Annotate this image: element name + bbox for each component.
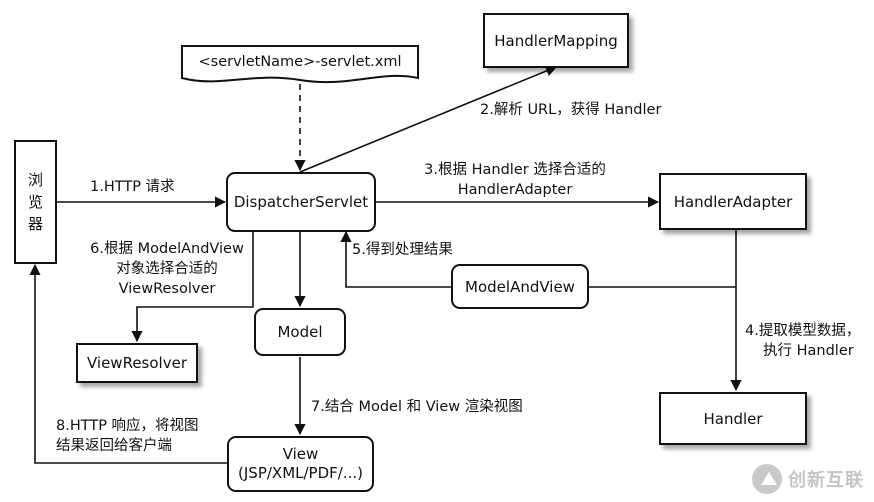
step2-label: 2.解析 URL，获得 Handler [480,102,662,118]
handler-node: Handler [659,392,807,445]
watermark-text: 创新互联 [788,470,864,491]
dispatcher-servlet-node: DispatcherServlet [226,172,376,232]
view-resolver-node: ViewResolver [76,343,198,383]
handler-adapter-label: HandlerAdapter [673,192,793,211]
view-title: View [282,445,319,463]
view-formats: (JSP/XML/PDF/...) [238,464,363,482]
config-file-shape [181,45,419,84]
config-file-label: <servletName>-servlet.xml [198,54,402,70]
step3-label-line2: HandlerAdapter [457,182,573,198]
model-and-view-label: ModelAndView [465,277,575,296]
model-and-view-node: ModelAndView [451,264,589,309]
step3-label-line1: 3.根据 Handler 选择合适的 [424,162,606,178]
edge-parse-url [299,65,558,173]
step6-label-line2: 对象选择合适的 [116,261,218,277]
step4-label-line1: 4.提取模型数据， [745,323,861,339]
step6-label-line3: ViewResolver [118,281,216,297]
step5-label: 5.得到处理结果 [352,242,453,258]
edge-view-resolver [131,232,254,343]
step8-label-line1: 8.HTTP 响应，将视图 [56,418,199,434]
handler-label: Handler [703,409,763,428]
model-label: Model [277,323,323,341]
dispatcher-servlet-label: DispatcherServlet [233,193,369,211]
edge-result [340,230,451,288]
handler-mapping-label: HandlerMapping [494,31,618,50]
step1-label: 1.HTTP 请求 [90,179,175,195]
step7-label: 7.结合 Model 和 View 渲染视图 [311,399,523,415]
browser-char-1: 浏 [27,171,43,189]
edge-http-response [29,263,227,464]
watermark: 创新互联 [752,464,864,494]
browser-char-3: 器 [27,215,43,233]
handler-mapping-node: HandlerMapping [483,13,629,68]
browser-char-2: 览 [27,193,43,211]
view-resolver-label: ViewResolver [86,354,187,372]
watermark-logo-icon [752,464,782,494]
step6-label-line1: 6.根据 ModelAndView [90,241,244,257]
browser-node: 浏 览 器 [14,140,57,264]
handler-adapter-node: HandlerAdapter [659,173,807,230]
step8-label-line2: 结果返回给客户端 [56,438,172,454]
step4-label-line2: 执行 Handler [763,343,854,359]
model-node: Model [254,308,346,356]
view-node: View (JSP/XML/PDF/...) [227,436,374,492]
